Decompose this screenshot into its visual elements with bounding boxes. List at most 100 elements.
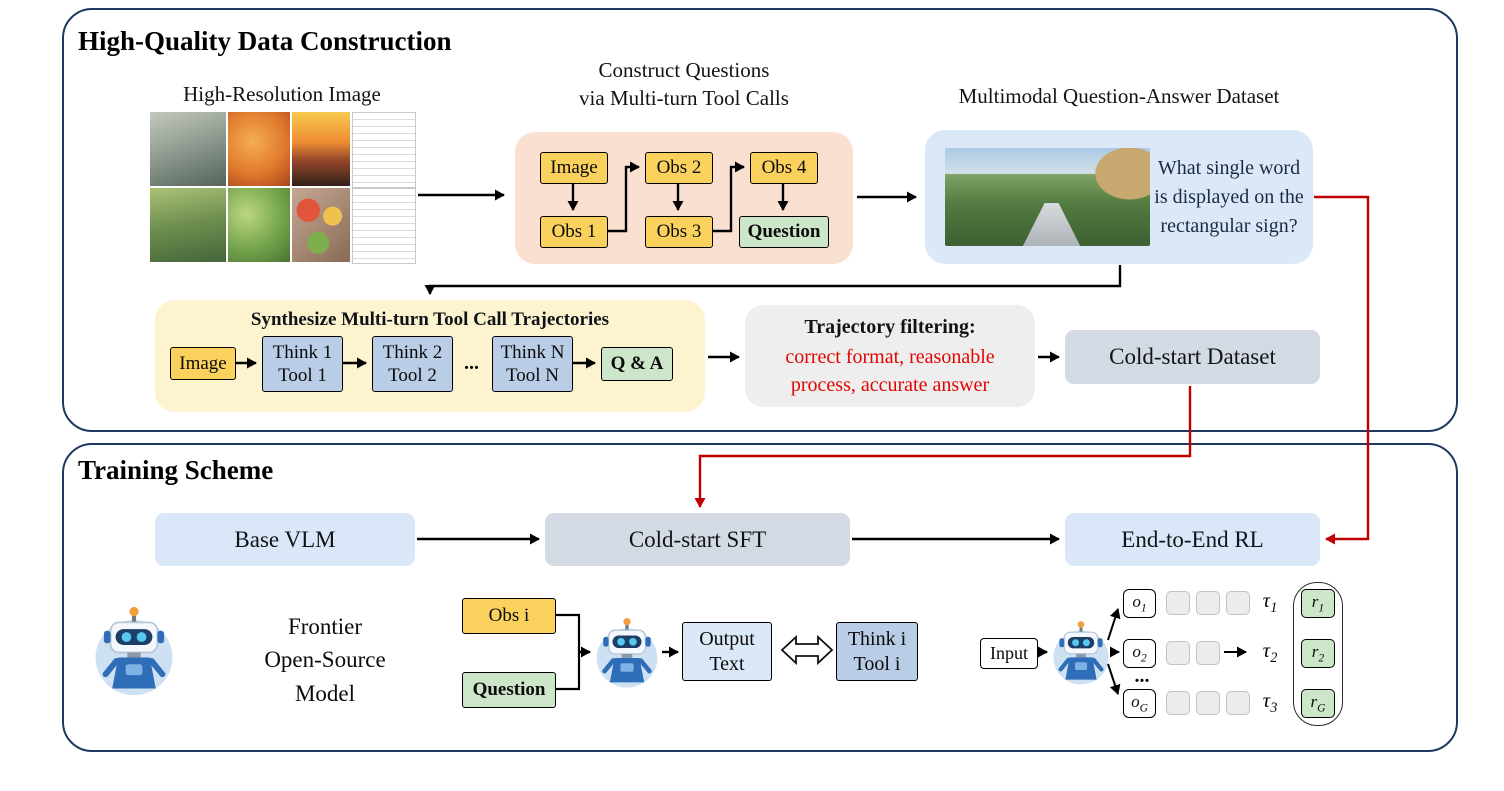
collage-photo-city [150, 112, 226, 186]
synth-step2-tool: Tool 2 [388, 365, 437, 386]
flow-box-obs1-label: Obs 1 [551, 221, 597, 243]
trajectory-step-square [1166, 691, 1190, 715]
trajectory-step-square [1226, 591, 1250, 615]
flow-box-obs4: Obs 4 [750, 152, 818, 184]
synth-box-image: Image [170, 347, 236, 380]
flow-box-obs1: Obs 1 [540, 216, 608, 248]
trajectory-filtering-title: Trajectory filtering: [804, 316, 976, 338]
frontier-model-label: Frontier Open-Source Model [210, 610, 440, 710]
synth-box-step1: Think 1 Tool 1 [262, 336, 343, 392]
reward-rG-box: rG [1301, 689, 1335, 718]
collage-photo-table-top [352, 112, 416, 188]
end-to-end-rl-label: End-to-End RL [1121, 526, 1264, 552]
cold-start-sft-box: Cold-start SFT [545, 513, 850, 566]
robot-icon-sft [594, 615, 660, 689]
sft-output-line1: Output [699, 628, 755, 651]
qa-question-line2: is displayed on the [1154, 185, 1304, 208]
collage-photo-fruit [228, 112, 290, 186]
trajectory-filtering-line1: correct format, reasonable [785, 346, 995, 368]
synthesize-title: Synthesize Multi-turn Tool Call Trajecto… [250, 309, 610, 330]
synth-stepN-think: Think N [500, 341, 565, 363]
r1-label: r1 [1311, 591, 1325, 615]
high-resolution-image-label: High-Resolution Image [183, 82, 381, 106]
collage-photo-food [292, 188, 350, 262]
flow-box-obs2: Obs 2 [645, 152, 713, 184]
synth-box-stepN: Think N Tool N [492, 336, 573, 392]
construct-questions-title-line1: Construct Questions [598, 58, 770, 82]
synth-ellipsis: ... [451, 350, 492, 376]
rollout-ellipsis: ... [1126, 664, 1158, 687]
synth-box-image-label: Image [179, 352, 227, 374]
qa-question-line3: rectangular sign? [1160, 214, 1298, 237]
cold-start-dataset-label: Cold-start Dataset [1109, 344, 1276, 369]
trajectory-filtering-line2: process, accurate answer [790, 374, 990, 396]
reward-r2-box: r2 [1301, 639, 1335, 668]
bottom-panel-title: Training Scheme [78, 455, 274, 485]
sft-output-box: Output Text [682, 622, 772, 681]
qa-dataset-photo [945, 148, 1150, 246]
rollout-o1-box: o1 [1123, 589, 1156, 618]
r2-label: r2 [1311, 641, 1325, 665]
high-resolution-image-collage [150, 112, 416, 264]
trajectory-step-square [1166, 641, 1190, 665]
frontier-line1: Frontier [287, 613, 363, 639]
sft-think-line2: Tool i [853, 652, 901, 675]
construct-questions-title-line2: via Multi-turn Tool Calls [579, 86, 789, 110]
rl-input-box: Input [980, 638, 1038, 669]
flow-box-obs2-label: Obs 2 [656, 157, 702, 179]
qa-photo-road [1022, 202, 1081, 246]
sft-think-line1: Think i [847, 628, 907, 651]
qa-question-text: What single word is displayed on the rec… [1150, 150, 1308, 244]
synth-step2-think: Think 2 [382, 341, 443, 363]
synth-ellipsis-text: ... [464, 351, 479, 374]
synth-box-step2: Think 2 Tool 2 [372, 336, 453, 392]
tau3-label: τ3 [1262, 687, 1278, 716]
flow-box-image-label: Image [550, 157, 598, 179]
flow-box-obs4-label: Obs 4 [761, 157, 807, 179]
flow-box-obs3: Obs 3 [645, 216, 713, 248]
collage-photo-sunset [292, 112, 350, 186]
trajectory-step-square [1196, 591, 1220, 615]
flow-box-question-label: Question [747, 221, 821, 243]
collage-photo-table-bottom [352, 188, 416, 264]
robot-icon-frontier [92, 604, 176, 696]
trajectory-step-square [1196, 641, 1220, 665]
base-vlm-label: Base VLM [234, 526, 336, 552]
synth-step1-tool: Tool 1 [278, 365, 327, 386]
frontier-line3: Model [294, 680, 356, 706]
collage-photo-veggies [228, 188, 290, 262]
sft-obs-label: Obs i [488, 605, 530, 627]
tau2-label: τ2 [1262, 637, 1278, 666]
trajectory-step-square [1196, 691, 1220, 715]
synth-step1-think: Think 1 [272, 341, 333, 363]
cold-start-dataset-box: Cold-start Dataset [1065, 330, 1320, 384]
collage-photo-village [150, 188, 226, 262]
reward-r1-box: r1 [1301, 589, 1335, 618]
sft-obs-box: Obs i [462, 598, 556, 634]
trajectory-step-square [1226, 691, 1250, 715]
trajectory-step-square [1166, 591, 1190, 615]
flow-box-image: Image [540, 152, 608, 184]
rollout-ellipsis-text: ... [1134, 664, 1150, 687]
sft-output-line2: Text [709, 652, 745, 675]
rollout-oG-box: oG [1123, 689, 1156, 718]
sft-think-box: Think i Tool i [836, 622, 918, 681]
cold-start-sft-label: Cold-start SFT [628, 526, 767, 552]
robot-icon-rl [1051, 618, 1111, 686]
flow-box-obs3-label: Obs 3 [656, 221, 702, 243]
oG-label: oG [1131, 691, 1148, 715]
synth-box-qa-label: Q & A [610, 353, 664, 375]
rollout-o2-box: o2 [1123, 639, 1156, 668]
rG-label: rG [1310, 691, 1326, 715]
synth-box-qa: Q & A [601, 347, 673, 381]
end-to-end-rl-box: End-to-End RL [1065, 513, 1320, 566]
tau1-label: τ1 [1262, 587, 1278, 616]
o2-label: o2 [1132, 641, 1147, 665]
synth-stepN-tool: Tool N [505, 365, 560, 386]
frontier-line2: Open-Source [264, 647, 386, 673]
sft-question-box: Question [462, 672, 556, 708]
sft-question-label: Question [472, 679, 546, 701]
rl-input-label: Input [990, 642, 1028, 663]
base-vlm-box: Base VLM [155, 513, 415, 566]
o1-label: o1 [1132, 591, 1147, 615]
